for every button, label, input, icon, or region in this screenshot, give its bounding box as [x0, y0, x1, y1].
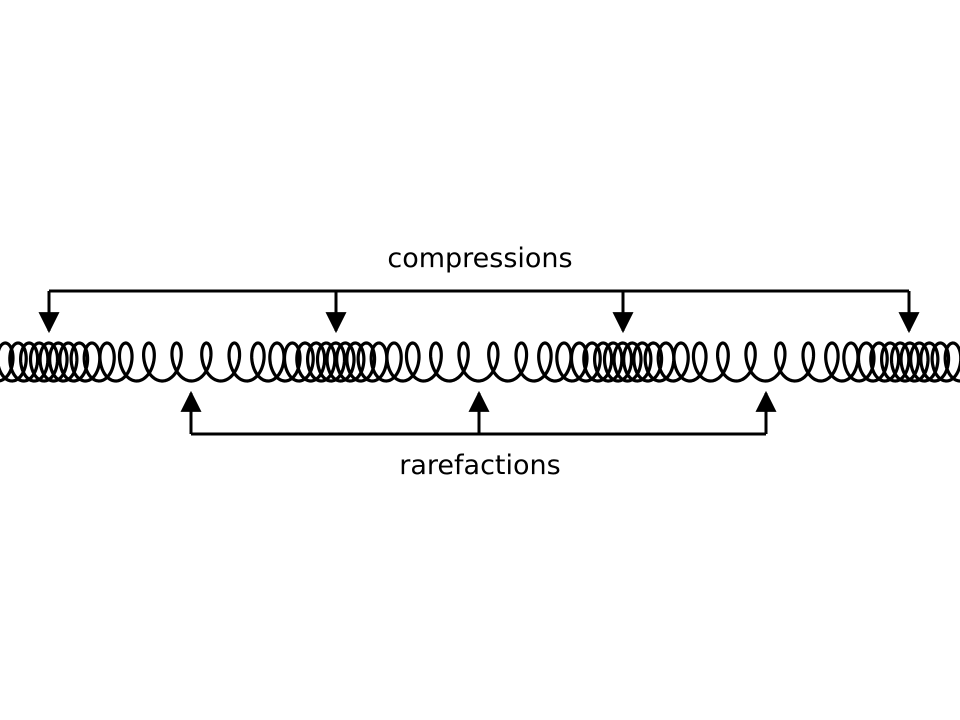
compressions-label: compressions [387, 243, 572, 274]
coil-spring [0, 341, 960, 383]
rarefactions-bracket [180, 390, 777, 436]
compressions-bracket [38, 289, 920, 334]
rarefactions-label: rarefactions [399, 450, 560, 481]
